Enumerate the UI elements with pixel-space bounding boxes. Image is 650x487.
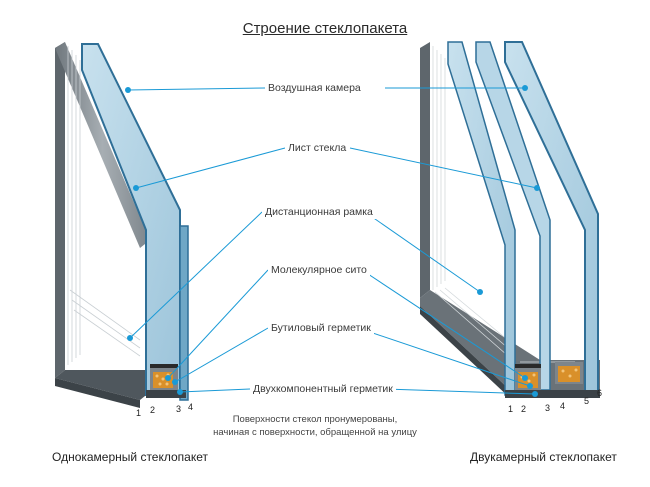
surface-number: 2 [521,404,527,414]
note-line-2: начиная с поверхности, обращенной на ули… [213,427,417,438]
double-frame-back [420,42,430,298]
label-butyl-sealant: Бутиловый герметик [268,322,374,335]
double-chamber-unit [420,41,600,398]
label-air-chamber: Воздушная камера [265,82,364,95]
label-molecular-sieve: Молекулярное сито [268,264,370,277]
surface-number: 4 [560,401,566,411]
surface-number: 1 [136,408,142,418]
double-butyl-sealant [515,364,541,368]
caption-single-chamber: Однокамерный стеклопакет [52,450,209,464]
diagram-title: Строение стеклопакета [242,20,408,37]
leader-dots [125,85,540,397]
single-two-component-sealant [146,390,186,398]
single-glass-sheet-2 [179,225,189,401]
single-frame-top [55,42,150,248]
single-chamber-unit [55,42,189,408]
surface-number: 5 [584,396,590,406]
surface-numbering-note: Поверхности стекол пронумерованы, начина… [200,413,430,439]
single-frame-bottom [55,370,150,400]
surface-number: 2 [150,405,156,415]
surface-number: 3 [545,403,551,413]
single-frame-back [55,42,65,378]
surface-number: 6 [597,388,603,398]
surface-number: 3 [176,404,182,414]
label-glass-sheet: Лист стекла [285,142,350,155]
single-butyl-sealant [150,364,178,368]
double-glass-sheet-3 [504,41,599,393]
caption-double-chamber: Двукамерный стеклопакет [470,450,617,464]
note-line-1: Поверхности стекол пронумерованы, [232,414,398,425]
label-spacer-frame: Дистанционная рамка [262,206,376,219]
double-molecular-sieve-2 [558,366,580,382]
leader-lines [127,87,538,395]
double-two-component-sealant [505,390,600,398]
surface-number: 1 [508,404,514,414]
label-two-component-sealant: Двухкомпонентный герметик [250,383,396,396]
surface-number: 4 [188,402,194,412]
